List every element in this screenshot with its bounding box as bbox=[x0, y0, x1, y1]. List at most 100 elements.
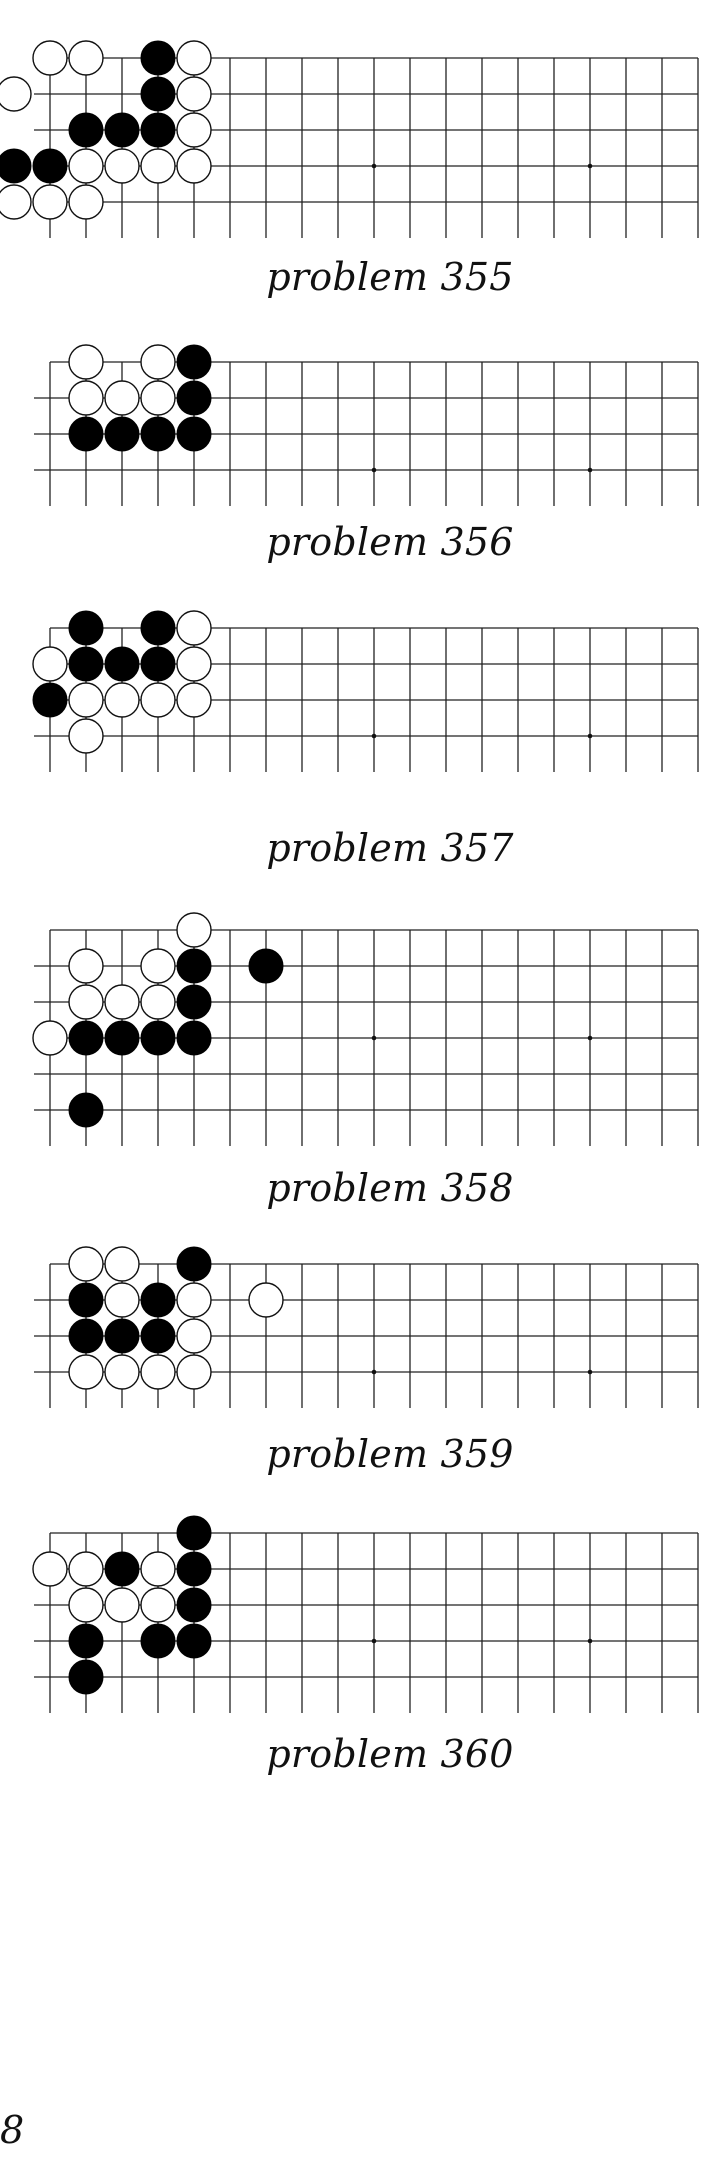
black-stone bbox=[140, 1282, 176, 1318]
white-stone bbox=[68, 40, 104, 76]
white-stone bbox=[176, 646, 212, 682]
grid-lines bbox=[34, 57, 699, 238]
star-point bbox=[371, 163, 377, 169]
white-stone bbox=[104, 1246, 140, 1282]
black-stone bbox=[104, 1020, 140, 1056]
black-stone bbox=[0, 148, 32, 184]
star-point bbox=[587, 733, 593, 739]
black-stone bbox=[104, 1551, 140, 1587]
white-stone bbox=[32, 184, 68, 220]
black-stone bbox=[140, 646, 176, 682]
black-stone bbox=[68, 416, 104, 452]
white-stone bbox=[140, 984, 176, 1020]
white-stone bbox=[32, 1551, 68, 1587]
white-stone bbox=[140, 682, 176, 718]
black-stone bbox=[176, 1623, 212, 1659]
white-stone bbox=[140, 1587, 176, 1623]
white-stone bbox=[176, 610, 212, 646]
black-stone bbox=[176, 344, 212, 380]
board-svg-359 bbox=[34, 1246, 699, 1408]
white-stone bbox=[68, 344, 104, 380]
black-stone bbox=[104, 416, 140, 452]
black-stone bbox=[140, 40, 176, 76]
black-stone bbox=[68, 1623, 104, 1659]
black-stone bbox=[104, 112, 140, 148]
white-stone bbox=[68, 380, 104, 416]
white-stone bbox=[104, 984, 140, 1020]
black-stone bbox=[68, 1020, 104, 1056]
board-360 bbox=[0, 1500, 725, 1760]
white-stone bbox=[0, 76, 32, 112]
black-stone bbox=[140, 1318, 176, 1354]
star-point bbox=[587, 1035, 593, 1041]
black-stone bbox=[140, 112, 176, 148]
caption-359: problem 359 bbox=[266, 1432, 514, 1476]
white-stone bbox=[176, 76, 212, 112]
board-358 bbox=[0, 902, 725, 1172]
board-356 bbox=[0, 330, 725, 550]
white-stone bbox=[140, 344, 176, 380]
star-point bbox=[371, 467, 377, 473]
black-stone bbox=[176, 1246, 212, 1282]
white-stone bbox=[248, 1282, 284, 1318]
black-stone bbox=[68, 610, 104, 646]
black-stone bbox=[32, 682, 68, 718]
white-stone bbox=[176, 1318, 212, 1354]
white-stone bbox=[104, 682, 140, 718]
star-point bbox=[587, 467, 593, 473]
white-stone bbox=[176, 148, 212, 184]
board-357 bbox=[0, 596, 725, 816]
white-stone bbox=[68, 1354, 104, 1390]
black-stone bbox=[68, 1282, 104, 1318]
black-stone bbox=[104, 1318, 140, 1354]
black-stone bbox=[248, 948, 284, 984]
white-stone bbox=[32, 40, 68, 76]
board-svg-356 bbox=[34, 344, 699, 506]
white-stone bbox=[68, 948, 104, 984]
board-svg-357 bbox=[32, 610, 699, 772]
caption-357: problem 357 bbox=[266, 826, 514, 870]
black-stone bbox=[68, 112, 104, 148]
black-stone bbox=[140, 610, 176, 646]
black-stone bbox=[68, 1659, 104, 1695]
black-stone bbox=[176, 380, 212, 416]
board-svg-360 bbox=[32, 1515, 699, 1713]
white-stone bbox=[68, 682, 104, 718]
black-stone bbox=[140, 76, 176, 112]
black-stone bbox=[176, 1587, 212, 1623]
white-stone bbox=[104, 1587, 140, 1623]
white-stone bbox=[104, 148, 140, 184]
black-stone bbox=[68, 1318, 104, 1354]
star-point bbox=[587, 1638, 593, 1644]
star-point bbox=[371, 1369, 377, 1375]
board-355 bbox=[0, 18, 725, 258]
white-stone bbox=[176, 682, 212, 718]
caption-360: problem 360 bbox=[266, 1732, 514, 1776]
black-stone bbox=[68, 1092, 104, 1128]
white-stone bbox=[176, 1282, 212, 1318]
black-stone bbox=[140, 1623, 176, 1659]
board-svg-358 bbox=[32, 912, 699, 1146]
white-stone bbox=[176, 40, 212, 76]
white-stone bbox=[140, 948, 176, 984]
black-stone bbox=[176, 1020, 212, 1056]
black-stone bbox=[176, 1515, 212, 1551]
black-stone bbox=[140, 416, 176, 452]
star-point bbox=[371, 1035, 377, 1041]
black-stone bbox=[68, 646, 104, 682]
white-stone bbox=[68, 1551, 104, 1587]
star-point bbox=[371, 733, 377, 739]
white-stone bbox=[68, 984, 104, 1020]
white-stone bbox=[140, 1354, 176, 1390]
white-stone bbox=[32, 1020, 68, 1056]
white-stone bbox=[140, 1551, 176, 1587]
black-stone bbox=[176, 984, 212, 1020]
caption-356: problem 356 bbox=[266, 520, 514, 564]
black-stone bbox=[32, 148, 68, 184]
white-stone bbox=[176, 112, 212, 148]
white-stone bbox=[176, 1354, 212, 1390]
star-point bbox=[371, 1638, 377, 1644]
page-number: 8 bbox=[0, 2108, 25, 2152]
white-stone bbox=[68, 148, 104, 184]
star-point bbox=[587, 1369, 593, 1375]
